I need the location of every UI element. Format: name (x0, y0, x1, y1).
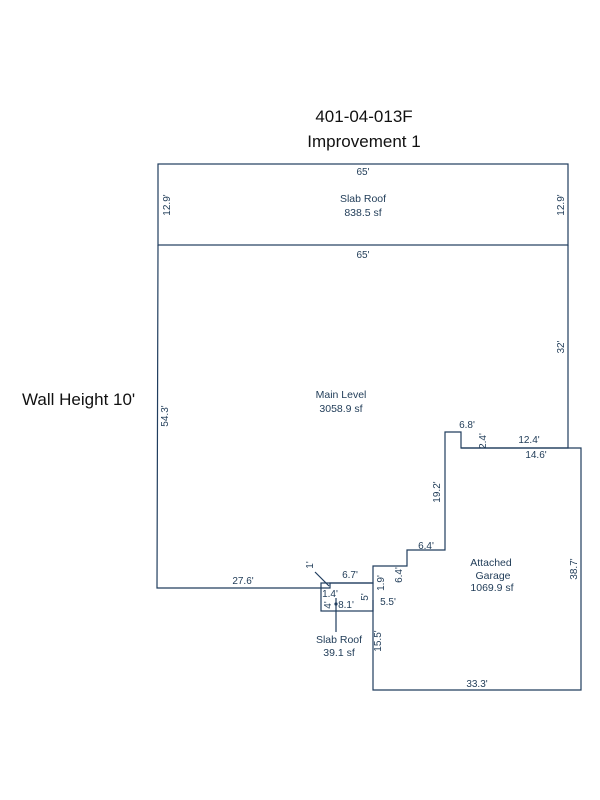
dim-6-7: 6.7' (342, 570, 358, 581)
dim-27-6: 27.6' (232, 576, 253, 587)
slab-roof-small-outline (320, 582, 374, 612)
slab-roof-top-name: Slab Roof (340, 193, 386, 205)
dim-19-2: 19.2' (432, 481, 443, 502)
page-subtitle: Improvement 1 (307, 132, 421, 151)
dim-4: 4' (323, 601, 334, 609)
dim-6-4-v: 6.4' (394, 567, 405, 583)
slab-roof-top-outline (157, 163, 569, 246)
dim-1-leader (314, 571, 330, 587)
page-title: 401-04-013F (315, 107, 413, 126)
dim-38-7: 38.7' (569, 558, 580, 579)
dim-left-12-9: 12.9' (162, 194, 173, 215)
main-level-area: 3058.9 sf (319, 403, 362, 415)
dim-6-8: 6.8' (459, 420, 475, 431)
dim-33-3: 33.3' (466, 679, 487, 690)
dim-15-5: 15.5' (373, 630, 384, 651)
dim-top-65: 65' (356, 167, 369, 178)
slab-roof-small-name: Slab Roof (316, 634, 362, 646)
main-level-name: Main Level (316, 389, 367, 401)
dim-32: 32' (556, 340, 567, 353)
garage-name-2: Garage (475, 570, 510, 582)
dim-5-5: 5.5' (380, 597, 396, 608)
dim-1-4: 1.4' (322, 589, 338, 600)
garage-outline (372, 447, 582, 691)
leader-dot (334, 602, 338, 606)
dim-54-3: 54.3' (160, 405, 171, 426)
dim-8-1: 8.1' (338, 600, 354, 611)
slab-roof-top-area: 838.5 sf (344, 207, 381, 219)
dim-right-12-9: 12.9' (556, 194, 567, 215)
dim-14-6: 14.6' (525, 450, 546, 461)
garage-name-1: Attached (470, 557, 512, 569)
garage-area: 1069.9 sf (470, 582, 513, 594)
dim-1: 1' (305, 561, 316, 569)
slab-roof-small-area: 39.1 sf (323, 647, 355, 659)
dim-12-4: 12.4' (518, 435, 539, 446)
dim-6-4-h: 6.4' (418, 541, 434, 552)
dim-mid-65: 65' (356, 250, 369, 261)
dim-5: 5' (360, 593, 371, 601)
wall-height-label: Wall Height 10' (22, 390, 136, 409)
dim-2-4: 2.4' (478, 433, 489, 449)
dim-1-9: 1.9' (376, 575, 387, 591)
main-level-outline (156, 244, 569, 589)
